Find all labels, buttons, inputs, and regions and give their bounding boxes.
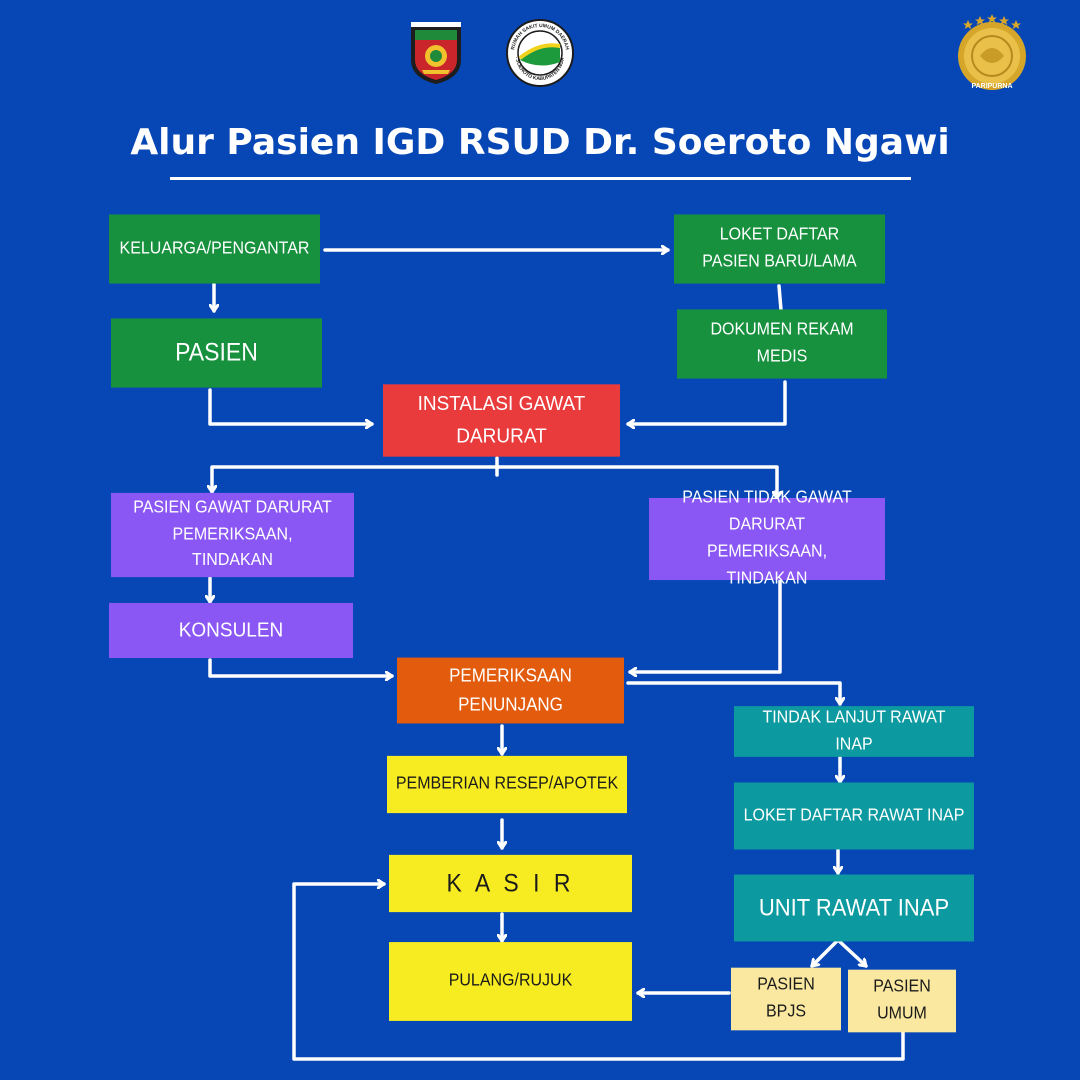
node-kasir-label: K A S I R bbox=[446, 868, 575, 897]
node-umum-label: Pasien Umum bbox=[873, 977, 931, 1023]
connector-penunjang-tindak-lanjut bbox=[626, 681, 840, 706]
node-konsulen-label: Konsulen bbox=[178, 618, 284, 642]
connector-loket-rekam bbox=[777, 284, 783, 312]
node-pasien-tidak-gawat-darurat: Pasien Tidak Gawat Darurat Pemeriksaan, … bbox=[649, 489, 885, 587]
regency-crest-icon bbox=[411, 22, 461, 84]
node-resep-label: Pemberian Resep/Apotek bbox=[395, 774, 619, 793]
node-pasien: Pasien bbox=[111, 318, 322, 388]
connector-unit-umum bbox=[836, 938, 868, 968]
title-underline bbox=[170, 177, 911, 180]
node-pasien-label: Pasien bbox=[175, 338, 258, 367]
node-rekam-medis-label: Dokumen Rekam Medis bbox=[710, 320, 854, 366]
node-tidak-gawat-label: Pasien Tidak Gawat Darurat Pemeriksaan, … bbox=[682, 488, 852, 588]
node-instalasi-gawat-darurat: Instalasi Gawat Darurat bbox=[383, 384, 620, 457]
node-pulang-label: Pulang/Rujuk bbox=[448, 971, 573, 990]
connector-pasien-igd bbox=[208, 388, 374, 424]
page-title: Alur Pasien IGD RSUD Dr. Soeroto Ngawi bbox=[130, 122, 950, 163]
connector-konsulen-penunjang bbox=[208, 658, 394, 676]
paripurna-label: PARIPURNA bbox=[971, 83, 1013, 90]
node-gawat-darurat-label: Pasien Gawat Darurat Pemeriksaan, Tindak… bbox=[133, 498, 332, 570]
connector-umum-kasir bbox=[292, 884, 905, 1061]
node-igd-label: Instalasi Gawat Darurat bbox=[417, 393, 586, 448]
connector-tidak-gawat-penunjang bbox=[628, 578, 782, 672]
node-loket-daftar-label: Loket Daftar Pasien Baru/Lama bbox=[702, 225, 857, 271]
node-tindak-lanjut-rawat-inap: Tindak Lanjut Rawat Inap bbox=[734, 706, 974, 757]
node-bpjs-label: Pasien BPJS bbox=[757, 975, 815, 1021]
node-dokumen-rekam-medis: Dokumen Rekam Medis bbox=[677, 309, 887, 379]
node-kasir: K A S I R bbox=[389, 854, 632, 913]
node-pemberian-resep-apotek: Pemberian Resep/Apotek bbox=[387, 755, 627, 814]
node-konsulen: Konsulen bbox=[109, 602, 353, 659]
node-pemeriksaan-penunjang: Pemeriksaan Penunjang bbox=[397, 657, 624, 724]
node-tindak-lanjut-label: Tindak Lanjut Rawat Inap bbox=[762, 707, 946, 754]
node-pasien-bpjs: Pasien BPJS bbox=[731, 967, 841, 1031]
connector-rekam-igd bbox=[626, 380, 787, 424]
node-loket-daftar-pasien: Loket Daftar Pasien Baru/Lama bbox=[674, 214, 885, 284]
paripurna-badge: PARIPURNA bbox=[950, 12, 1034, 96]
connector-igd-tidak-gawat bbox=[495, 465, 777, 500]
node-unit-ri-label: Unit Rawat Inap bbox=[758, 893, 950, 921]
node-keluarga-label: Keluarga/Pengantar bbox=[119, 238, 310, 258]
node-pasien-gawat-darurat: Pasien Gawat Darurat Pemeriksaan, Tindak… bbox=[111, 492, 354, 578]
connector-unit-bpjs bbox=[810, 938, 840, 968]
paripurna-accreditation-icon bbox=[958, 14, 1026, 90]
node-loket-daftar-rawat-inap: Loket Daftar Rawat Inap bbox=[734, 782, 974, 850]
node-loket-ri-label: Loket Daftar Rawat Inap bbox=[743, 805, 965, 825]
node-unit-rawat-inap: Unit Rawat Inap bbox=[734, 874, 974, 942]
node-keluarga-pengantar: Keluarga/Pengantar bbox=[109, 214, 320, 284]
node-pasien-umum: Pasien Umum bbox=[848, 969, 956, 1033]
connector-igd-gawat bbox=[212, 465, 499, 494]
node-penunjang-label: Pemeriksaan Penunjang bbox=[449, 665, 572, 715]
node-pulang-rujuk: Pulang/Rujuk bbox=[389, 942, 632, 1021]
hospital-seal-icon: RUMAH SAKIT UMUM DAERAH dr. SOEROTO KABU… bbox=[505, 18, 574, 87]
